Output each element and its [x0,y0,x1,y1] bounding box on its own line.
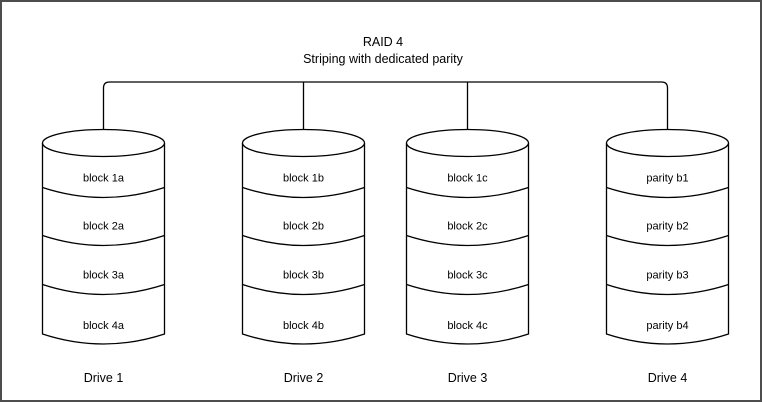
diagram-subtitle: Striping with dedicated parity [303,52,464,66]
block-separator-arc [242,186,365,199]
block-label: block 4a [83,320,125,332]
drive-label: Drive 4 [648,371,688,385]
block-separator-arc [42,186,165,199]
cylinder-top-ellipse [41,128,166,158]
block-label: block 4b [283,320,324,332]
block-label: parity b4 [646,320,688,332]
block-label: block 2c [447,221,488,233]
cylinder-body [405,143,530,345]
drive-cylinder: block 1b block 2b block 3b block 4b [241,128,366,345]
drive-label: Drive 2 [284,371,324,385]
block-separator-arc [242,234,365,247]
cylinder-body [41,143,166,345]
drive-cylinder: block 1a block 2a block 3a block 4a [41,128,166,345]
block-label: parity b3 [646,270,688,282]
block-label: block 3b [283,270,324,282]
block-separator-arc [42,234,165,247]
block-label: block 2b [283,221,324,233]
block-label: block 1c [447,173,488,185]
drives-group: block 1a block 2a block 3a block 4a Drive 1 b… [41,128,730,385]
drive-label: Drive 1 [84,371,124,385]
cylinder-top-ellipse [241,128,366,158]
block-separator-arc [242,283,365,296]
bus-line [102,81,669,130]
bus-connector [102,81,669,130]
drive-label: Drive 3 [448,371,488,385]
cylinder-top-ellipse [605,128,730,158]
block-label: block 3c [447,270,488,282]
block-separator-arc [406,234,529,247]
diagram-title: RAID 4 [363,35,403,49]
cylinder-top-ellipse [405,128,530,158]
block-label: parity b2 [646,221,688,233]
block-label: block 1b [283,173,324,185]
cylinder-body [241,143,366,345]
block-separator-arc [606,283,729,296]
block-separator-arc [42,283,165,296]
block-separator-arc [406,186,529,199]
block-label: block 2a [83,221,125,233]
drive-cylinder: parity b1 parity b2 parity b3 parity b4 [605,128,730,345]
block-label: block 3a [83,270,125,282]
block-label: block 4c [447,320,488,332]
drive-cylinder: block 1c block 2c block 3c block 4c [405,128,530,345]
block-label: parity b1 [646,173,688,185]
block-separator-arc [406,283,529,296]
block-label: block 1a [83,173,125,185]
cylinder-body [605,143,730,345]
block-separator-arc [606,234,729,247]
block-separator-arc [606,186,729,199]
